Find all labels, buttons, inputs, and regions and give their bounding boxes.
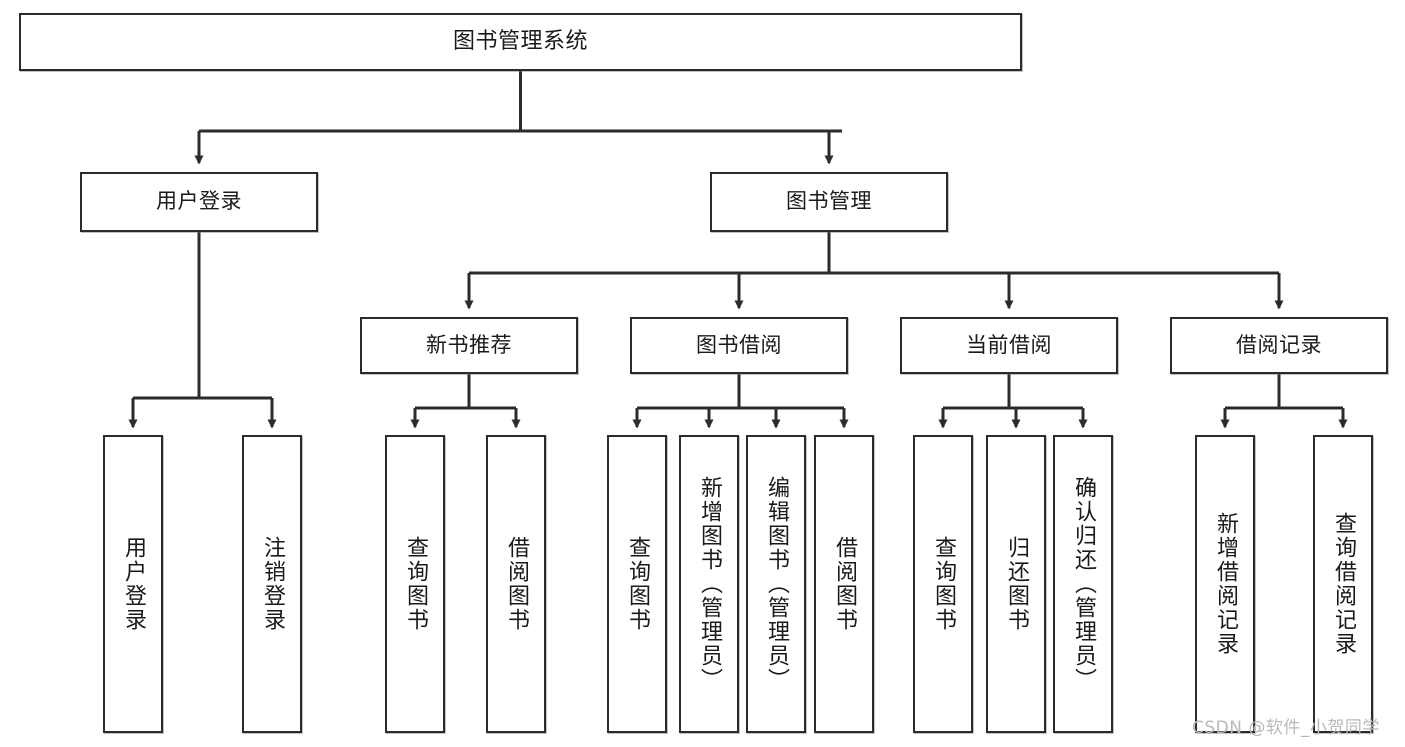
node-label: 查询图书 (402, 536, 428, 632)
node-label: 图书管理系统 (452, 28, 588, 54)
leaf-borrow-book-recommend[interactable]: 借阅图书 (486, 435, 546, 733)
node-label: 查询图书 (930, 536, 956, 632)
node-label: 当前借阅 (966, 332, 1052, 357)
node-root-system[interactable]: 图书管理系统 (19, 13, 1022, 71)
leaf-logout[interactable]: 注销登录 (242, 435, 302, 733)
leaf-return-book[interactable]: 归还图书 (986, 435, 1046, 733)
node-label: 编辑图书（管理员） (763, 476, 789, 692)
leaf-user-login[interactable]: 用户登录 (103, 435, 163, 733)
node-label: 用户登录 (120, 536, 146, 632)
node-label: 图书借阅 (696, 332, 782, 357)
node-label: 查询借阅记录 (1330, 512, 1356, 656)
node-user-login[interactable]: 用户登录 (80, 172, 318, 232)
leaf-add-borrow-record[interactable]: 新增借阅记录 (1195, 435, 1255, 733)
leaf-add-book-admin[interactable]: 新增图书（管理员） (679, 435, 739, 733)
node-book-manage[interactable]: 图书管理 (710, 172, 948, 232)
leaf-query-borrow-record[interactable]: 查询借阅记录 (1313, 435, 1373, 733)
leaf-query-book-recommend[interactable]: 查询图书 (385, 435, 445, 733)
node-label: 借阅记录 (1236, 332, 1322, 357)
leaf-query-book-borrow[interactable]: 查询图书 (607, 435, 667, 733)
node-new-book-recommend[interactable]: 新书推荐 (360, 317, 578, 374)
leaf-query-book-current[interactable]: 查询图书 (913, 435, 973, 733)
node-label: 借阅图书 (503, 536, 529, 632)
node-label: 归还图书 (1003, 536, 1029, 632)
node-current-borrow[interactable]: 当前借阅 (900, 317, 1118, 374)
node-book-borrow[interactable]: 图书借阅 (630, 317, 848, 374)
node-label: 确认归还（管理员） (1070, 476, 1096, 692)
leaf-borrow-book-borrow[interactable]: 借阅图书 (814, 435, 874, 733)
node-label: 注销登录 (259, 536, 285, 632)
node-label: 查询图书 (624, 536, 650, 632)
leaf-edit-book-admin[interactable]: 编辑图书（管理员） (746, 435, 806, 733)
node-borrow-record[interactable]: 借阅记录 (1170, 317, 1388, 374)
node-label: 借阅图书 (831, 536, 857, 632)
node-label: 新增借阅记录 (1212, 512, 1238, 656)
node-label: 新增图书（管理员） (696, 476, 722, 692)
leaf-confirm-return-admin[interactable]: 确认归还（管理员） (1053, 435, 1113, 733)
node-label: 用户登录 (156, 189, 242, 214)
node-label: 图书管理 (786, 189, 872, 214)
node-label: 新书推荐 (426, 332, 512, 357)
